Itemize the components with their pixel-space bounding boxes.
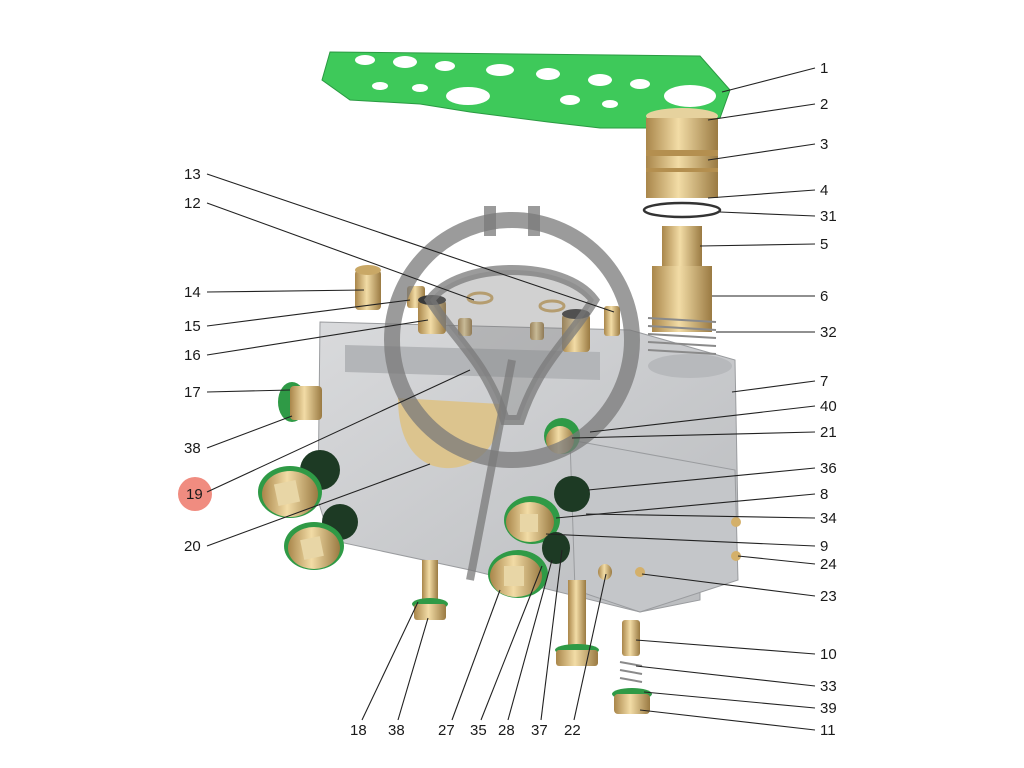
label-16: 16 (184, 347, 201, 364)
label-23: 23 (820, 588, 837, 605)
label-37: 37 (531, 722, 548, 739)
label-34: 34 (820, 510, 837, 527)
label-36: 36 (820, 460, 837, 477)
label-24: 24 (820, 556, 837, 573)
label-22: 22 (564, 722, 581, 739)
label-18: 18 (350, 722, 367, 739)
label-15: 15 (184, 318, 201, 335)
label-6: 6 (820, 288, 828, 305)
label-9: 9 (820, 538, 828, 555)
label-11: 11 (820, 722, 836, 739)
label-20: 20 (184, 538, 201, 555)
label-38-bottom: 38 (388, 722, 405, 739)
watermark-logo (384, 206, 640, 581)
label-33: 33 (820, 678, 837, 695)
bottom-parts (412, 560, 652, 714)
label-7: 7 (820, 373, 828, 390)
part-labels: 1 2 3 4 31 5 6 32 7 40 21 36 8 34 9 24 2… (184, 60, 837, 739)
label-27: 27 (438, 722, 455, 739)
label-21: 21 (820, 424, 837, 441)
label-19: 19 (186, 486, 203, 503)
label-4: 4 (820, 182, 828, 199)
label-1: 1 (820, 60, 828, 77)
label-17: 17 (184, 384, 201, 401)
spool-stack (642, 108, 722, 355)
label-5: 5 (820, 236, 828, 253)
label-10: 10 (820, 646, 837, 663)
label-12: 12 (184, 195, 201, 212)
label-31: 31 (820, 208, 837, 225)
valve-body (317, 321, 741, 613)
gasket (321, 51, 731, 129)
side-plugs (258, 382, 612, 598)
label-39: 39 (820, 700, 837, 717)
label-3: 3 (820, 136, 828, 153)
label-35: 35 (470, 722, 487, 739)
highlight-marker-19 (178, 477, 212, 511)
leader-lines (206, 67, 816, 731)
label-28: 28 (498, 722, 515, 739)
label-8: 8 (820, 486, 828, 503)
label-14: 14 (184, 284, 201, 301)
label-2: 2 (820, 96, 828, 113)
label-13: 13 (184, 166, 201, 183)
label-38-left: 38 (184, 440, 201, 457)
label-40: 40 (820, 398, 837, 415)
label-32: 32 (820, 324, 837, 341)
